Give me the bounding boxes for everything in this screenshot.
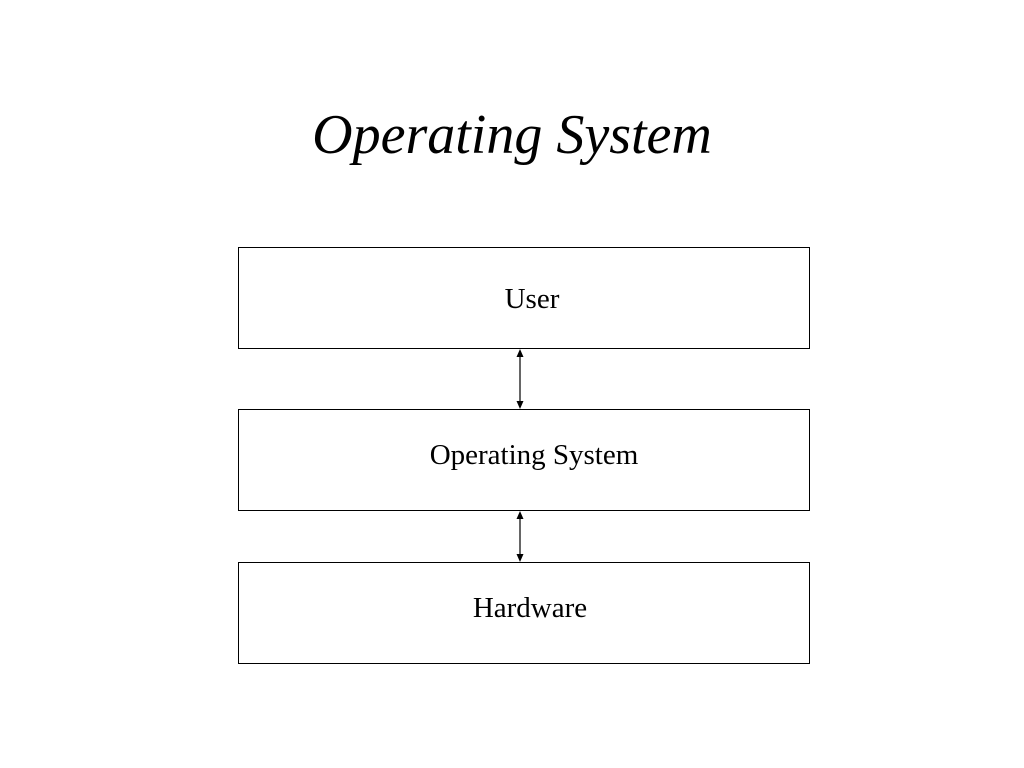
layer-label-hardware: Hardware [472, 591, 588, 624]
layer-box-user: User [238, 247, 810, 349]
layer-label-user: User [504, 282, 560, 315]
layer-box-hardware: Hardware [238, 562, 810, 664]
arrow-os-hardware [516, 511, 524, 562]
arrow-head-down [516, 554, 524, 562]
slide-title: Operating System [312, 104, 712, 166]
arrow-user-os [516, 349, 524, 409]
layer-box-operating-system: Operating System [238, 409, 810, 511]
layer-label-operating-system: Operating System [429, 438, 639, 471]
arrow-head-down [516, 401, 524, 409]
arrow-head-up [516, 349, 524, 357]
arrow-head-up [516, 511, 524, 519]
